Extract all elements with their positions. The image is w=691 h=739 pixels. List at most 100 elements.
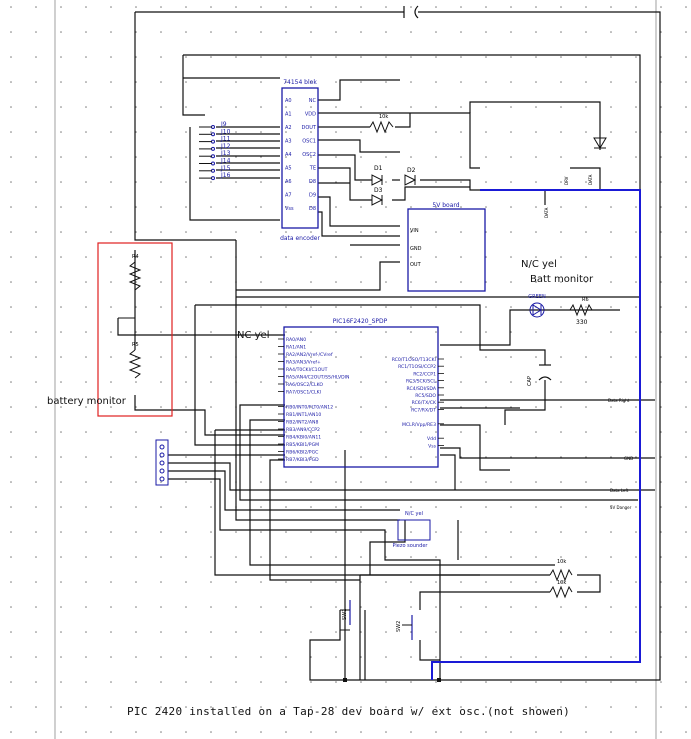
resistor-r6-label: R6 [582, 297, 589, 303]
note-battery-monitor: battery monitor [47, 396, 127, 407]
diode-d3-label: D3 [374, 187, 383, 194]
diode-d2-label: D2 [407, 167, 416, 174]
note-nc-yel: N/C yel [521, 259, 557, 270]
decoder-pin-right: DOUT [302, 125, 317, 131]
capacitor-top [403, 5, 419, 19]
mcu-pin-left: RB6/KBI2/PGC [286, 450, 318, 456]
junction-1 [343, 678, 347, 682]
schematic-caption: PIC 2420 installed on a Tap-28 dev board… [127, 705, 571, 718]
mcu-pin-left: RB5/KBI1/PGM [286, 442, 319, 448]
diode-d2: D2 [404, 167, 417, 186]
jumper-label: J11 [220, 136, 231, 143]
regulator-body [407, 208, 486, 292]
mcu-pin-left: RA0/AN0 [286, 337, 306, 343]
battery-monitor-outline [97, 242, 173, 417]
decoder-pin-left: Vss [285, 206, 294, 212]
resistor-pullup-value: 10k [379, 114, 388, 120]
diode-d1-label: D1 [374, 165, 383, 172]
regulator-pin-vin: VIN [410, 228, 419, 234]
mcu-pin-right: RC5/SDO [415, 393, 436, 399]
mcu-pin-left: RA7/OSC1/CLKI [286, 390, 321, 396]
jumper-label: J9 [220, 121, 227, 128]
capacitor-mcu-label: CAP [527, 376, 533, 386]
mcu-pin-left: RA2/AN2/Vref-/CVref [286, 352, 333, 358]
switch-sw1: SW1 [340, 600, 351, 631]
decoder-pin-right: D9 [309, 193, 316, 199]
regulator-pin-out: OUT [410, 262, 422, 268]
regulator-pin-gnd: GND [410, 246, 422, 252]
resistor-r5-label: R5 [132, 342, 139, 348]
mcu-pin-right: Vss [428, 443, 437, 449]
jumper-label: J16 [220, 172, 231, 179]
mcu-pin-right: Vdd [427, 436, 436, 442]
jumper-label: J14 [220, 158, 231, 165]
jumper-label: J12 [220, 143, 231, 150]
net-label-gnd: GND [624, 456, 633, 461]
net-label-data: DATA [588, 174, 593, 185]
mcu-pin-right: RC4/SDI/SDA [406, 386, 436, 392]
decoder-pin-left: A7 [285, 193, 292, 199]
led-label: GREEN [528, 294, 546, 300]
mcu-pin-left: RB2/INT2/AN8 [286, 420, 318, 426]
note-nc-yel-2: NC yel [237, 330, 270, 341]
net-label-5v-danger: 5V Danger [610, 505, 632, 510]
mcu-pin-left: RB4/KBI0/AN11 [286, 435, 321, 441]
mcu-pin-right: MCLR/Vpp/RE3 [402, 422, 436, 428]
diode-d3: D3 [371, 187, 384, 206]
diode-d1: D1 [371, 165, 384, 186]
switch-sw2-label: SW2 [396, 621, 402, 632]
resistor-r5: R5 [128, 342, 142, 379]
net-label-drv: DRV [564, 176, 569, 185]
mcu-pin-right: RC7/RX/DT [411, 407, 436, 413]
decoder-pin-left: A3 [285, 139, 292, 145]
mcu-pin-left: RA5/AN4/C2OUT/SS/HLVDIN [286, 375, 350, 381]
mcu-pin-left: RB7/KBI3/PGD [286, 457, 319, 463]
decoder-pin-right: OSC2 [302, 152, 316, 158]
resistor-sw1: 10k [549, 559, 573, 582]
resistor-sw1-value: 10k [557, 559, 566, 565]
piezo-top-label: N/C yel [405, 511, 423, 517]
decoder-label: data encoder [280, 235, 320, 242]
decoder-pin-left: A2 [285, 125, 292, 131]
jumper-label: J13 [220, 150, 231, 157]
mcu-pin-left: RA4/T0CKI/C1OUT [286, 367, 328, 373]
connector-left [155, 439, 169, 486]
junction-2 [437, 678, 441, 682]
net-label-data-left: Data Left [610, 488, 629, 493]
net-label-data-right: Data Right [608, 398, 630, 403]
decoder-pin-left: A0 [285, 98, 292, 104]
mcu-pin-left: RB3/AN9/CCP2 [286, 427, 320, 433]
mcu-ic: PIC16F2420_SPDP RA0/AN0RA1/AN1RA2/AN2/Vr… [278, 318, 444, 468]
piezo-label: Piezo sounder [393, 543, 429, 549]
decoder-pin-right: NC [309, 98, 317, 104]
resistor-r4-label: R4 [132, 254, 139, 260]
decoder-pin-left: A4 [285, 152, 292, 158]
mcu-pin-right: RC2/CCP1 [413, 371, 436, 377]
decoder-body [281, 87, 319, 229]
net-label-data-2: DATA [544, 207, 549, 218]
mcu-pin-right: RC6/TX/CK [412, 400, 437, 406]
piezo-sounder: N/C yel Piezo sounder [393, 511, 431, 549]
regulator-board: 5V board VIN GND OUT [407, 202, 486, 292]
decoder-pin-left: A6 [285, 179, 292, 185]
mcu-pin-left: RA6/OSC2/CLKO [286, 382, 323, 388]
battery-monitor-box: R4 R5 [97, 242, 173, 417]
resistor-pullup: 10k [369, 114, 394, 134]
decoder-pin-right: OSC1 [302, 139, 316, 145]
mcu-pin-right: RC1/T1OSI/CCP2 [398, 364, 436, 370]
led-green: GREEN [520, 294, 570, 318]
resistor-r6-value: 330 [576, 319, 588, 326]
decoder-pin-right: D8 [309, 206, 316, 212]
resistor-sw2: 10k [549, 580, 573, 599]
mcu-pin-left: RA3/AN3/Vref+ [286, 360, 321, 366]
supply-wire-blue [431, 189, 641, 680]
switch-sw1-label: SW1 [342, 609, 348, 620]
jumper-label: J15 [220, 165, 231, 172]
switch-sw2: SW2 [396, 615, 413, 640]
mcu-pin-right: RC3/SCK/SCL [406, 379, 436, 385]
resistor-r6: R6 330 [569, 297, 593, 326]
decoder-pin-left: A5 [285, 166, 292, 172]
diode-top-right [593, 137, 607, 149]
